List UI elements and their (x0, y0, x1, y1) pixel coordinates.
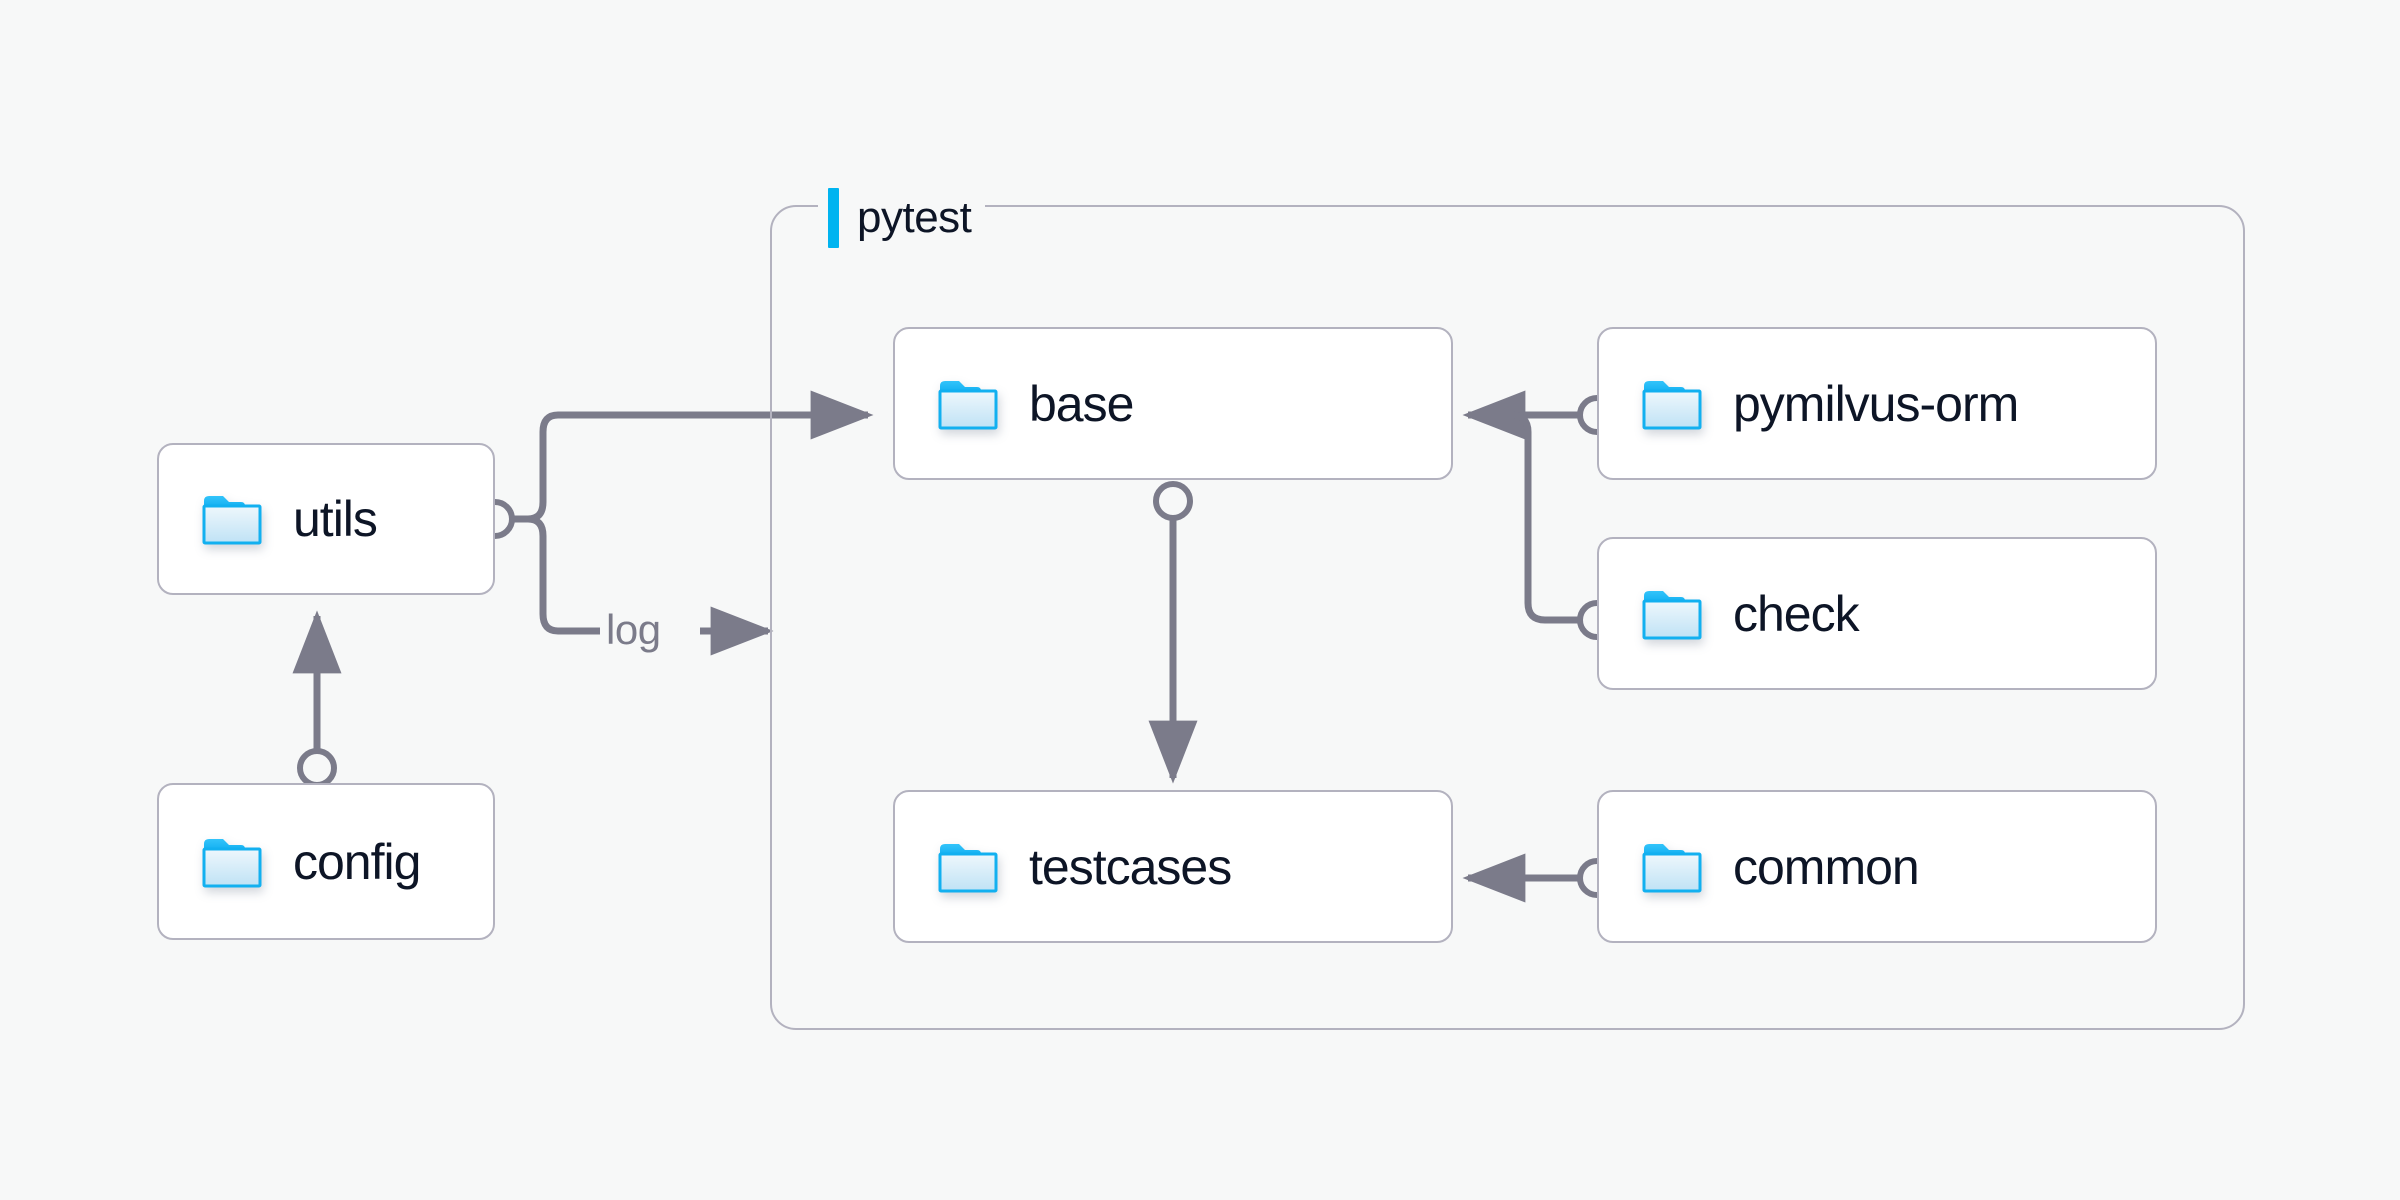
folder-icon (201, 835, 263, 889)
folder-icon (937, 840, 999, 894)
folder-icon (1641, 840, 1703, 894)
edge-label-log: log (606, 606, 661, 653)
node-base-label: base (1029, 375, 1134, 432)
node-testcases[interactable]: testcases (893, 790, 1453, 943)
node-common[interactable]: common (1597, 790, 2157, 943)
node-base[interactable]: base (893, 327, 1453, 480)
node-config-label: config (293, 833, 421, 890)
folder-icon (1641, 587, 1703, 641)
folder-icon (1641, 377, 1703, 431)
folder-icon (937, 377, 999, 431)
node-config[interactable]: config (157, 783, 495, 940)
group-title-text: pytest (857, 193, 972, 242)
wire-utils-log (527, 515, 600, 635)
group-pytest-label: pytest (818, 187, 986, 249)
group-accent-bar (828, 188, 839, 248)
folder-icon (201, 492, 263, 546)
group-pytest (770, 205, 2245, 1030)
port-config-top (297, 748, 337, 788)
node-pymilvus-orm-label: pymilvus-orm (1733, 375, 2019, 432)
node-utils-label: utils (293, 491, 378, 547)
node-utils[interactable]: utils (157, 443, 495, 595)
node-pymilvus-orm[interactable]: pymilvus-orm (1597, 327, 2157, 480)
node-check[interactable]: check (1597, 537, 2157, 690)
node-testcases-label: testcases (1029, 838, 1232, 895)
node-common-label: common (1733, 838, 1920, 895)
node-check-label: check (1733, 585, 1860, 642)
